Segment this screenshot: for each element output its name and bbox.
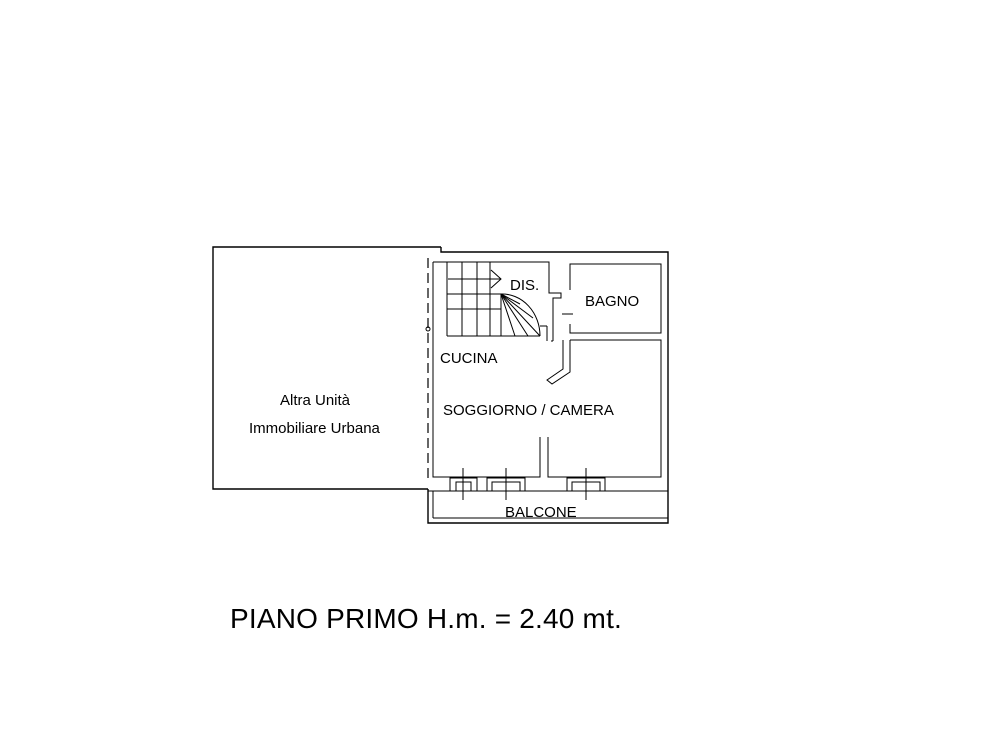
dis-label: DIS. (510, 277, 539, 294)
cucina-label: CUCINA (440, 350, 498, 367)
staircase (446, 262, 541, 337)
apartment-outer-walls (425, 247, 669, 524)
plan-title: PIANO PRIMO H.m. = 2.40 mt. (230, 603, 623, 634)
soggiorno-walls (546, 339, 662, 478)
stair-room-walls (433, 261, 562, 341)
bagno-walls (562, 263, 662, 334)
soggiorno-label: SOGGIORNO / CAMERA (443, 402, 614, 419)
other-unit-label-line2: Immobiliare Urbana (249, 420, 381, 437)
window-soggiorno (566, 468, 606, 500)
bagno-label: BAGNO (585, 293, 639, 310)
window-cucina-right (486, 468, 526, 500)
window-cucina-left (449, 468, 478, 500)
other-unit-label-line1: Altra Unità (280, 392, 351, 409)
balcone-label: BALCONE (505, 504, 577, 521)
adjacent-unit-outline (212, 246, 441, 490)
